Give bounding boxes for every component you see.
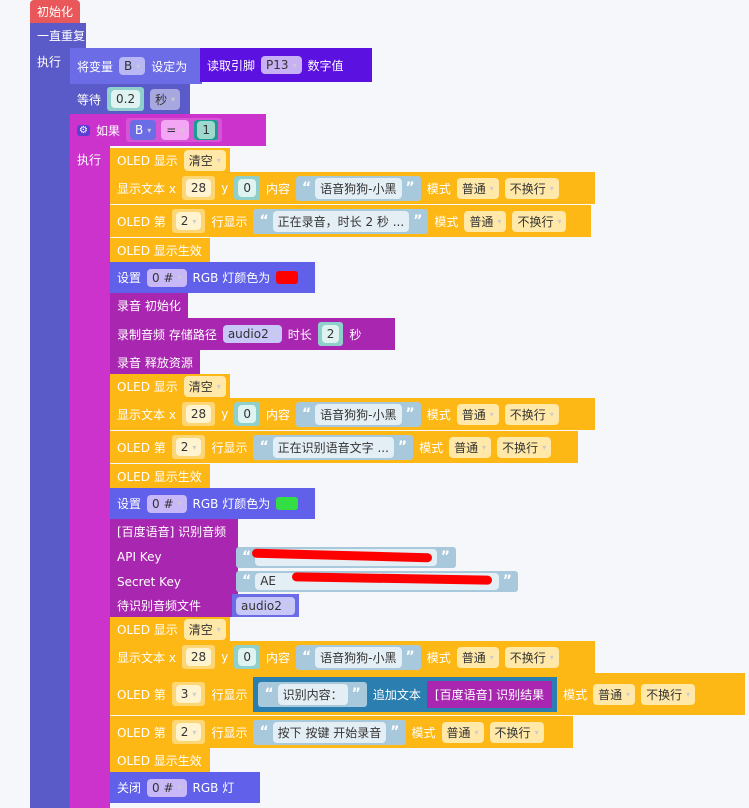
oled-clear-block[interactable]: OLED 显示 清空▾	[110, 148, 230, 172]
compare-value-input[interactable]: 1	[197, 121, 215, 139]
wrap-dropdown[interactable]: 不换行▾	[504, 177, 559, 199]
pin-dropdown[interactable]: P13▾	[261, 56, 302, 74]
clear-dropdown[interactable]: 清空▾	[183, 618, 226, 640]
oled-apply-block[interactable]: OLED 显示生效	[110, 238, 210, 262]
wait-value-input[interactable]: 0.2	[111, 90, 141, 108]
x-input[interactable]: 28	[185, 405, 212, 423]
forever-header[interactable]: 一直重复	[30, 23, 86, 48]
color-swatch-red[interactable]	[276, 271, 299, 284]
led-dropdown[interactable]: 0 #▾	[147, 268, 187, 287]
operator-dropdown[interactable]: =▾	[161, 120, 190, 140]
variable-dropdown[interactable]: B▾	[119, 57, 146, 75]
wrap-dropdown[interactable]: 不换行▾	[497, 436, 552, 458]
audio-file-label: 待识别音频文件	[117, 599, 202, 613]
baidu-result-block[interactable]: [百度语音] 识别结果	[426, 680, 553, 708]
y-input[interactable]: 0	[238, 648, 256, 666]
record-init-block[interactable]: 录音 初始化	[110, 293, 188, 318]
mode-dropdown[interactable]: 普通▾	[456, 177, 499, 199]
wrap-dropdown[interactable]: 不换行▾	[504, 646, 559, 668]
if-block[interactable]	[70, 114, 110, 808]
text-input[interactable]: 正在识别语音文字 ...	[272, 436, 394, 458]
line-dropdown[interactable]: 3▾	[175, 685, 202, 703]
record-release-block[interactable]: 录音 释放资源	[110, 350, 200, 374]
append-text-block[interactable]: “识别内容：” 追加文本 [百度语音] 识别结果	[253, 676, 558, 712]
compare-block[interactable]: B▾ =▾ 1	[125, 118, 222, 142]
led-dropdown[interactable]: 0 #▾	[147, 778, 187, 797]
wrap-dropdown[interactable]: 不换行▾	[512, 210, 567, 232]
text-input[interactable]: 识别内容：	[277, 683, 348, 705]
mode-dropdown[interactable]: 普通▾	[464, 210, 507, 232]
text-input[interactable]: 按下 按键 开始录音	[272, 721, 387, 743]
baidu-recognize-block[interactable]	[110, 519, 238, 617]
clear-dropdown[interactable]: 清空▾	[183, 149, 226, 171]
mode-dropdown[interactable]: 普通▾	[456, 646, 499, 668]
variable-dropdown[interactable]: B▾	[129, 120, 157, 140]
mode-dropdown[interactable]: 普通▾	[449, 436, 492, 458]
forever-block[interactable]	[30, 23, 70, 808]
wrap-dropdown[interactable]: 不换行▾	[489, 721, 544, 743]
y-input[interactable]: 0	[238, 179, 256, 197]
if-header[interactable]: ⚙ 如果 B▾ =▾ 1	[70, 114, 266, 146]
api-key-label: API Key	[117, 549, 162, 564]
unit-dropdown[interactable]: 秒▾	[150, 88, 181, 110]
if-do-label: 执行	[77, 152, 102, 167]
wrap-dropdown[interactable]: 不换行▾	[641, 683, 696, 705]
wait-block[interactable]: 等待 0.2 秒▾	[70, 84, 190, 114]
line-dropdown[interactable]: 2▾	[175, 723, 202, 741]
x-input[interactable]: 28	[185, 648, 212, 666]
line-dropdown[interactable]: 2▾	[175, 212, 202, 230]
mode-dropdown[interactable]: 普通▾	[456, 403, 499, 425]
gear-icon[interactable]: ⚙	[77, 124, 90, 136]
oled-apply-block[interactable]: OLED 显示生效	[110, 464, 210, 488]
oled-clear-block[interactable]: OLED 显示 清空▾	[110, 617, 230, 641]
text-input[interactable]: 语音狗狗-小黑	[315, 646, 402, 668]
baidu-title: [百度语音] 识别音频	[117, 525, 227, 539]
y-input[interactable]: 0	[238, 405, 256, 423]
duration-input[interactable]: 2	[321, 325, 340, 343]
init-block[interactable]: 初始化	[30, 0, 80, 23]
text-input[interactable]: 正在录音，时长 2 秒 ...	[272, 210, 410, 232]
mode-dropdown[interactable]: 普通▾	[441, 721, 484, 743]
color-swatch-green[interactable]	[276, 497, 299, 510]
led-dropdown[interactable]: 0 #▾	[147, 494, 187, 513]
audio-file-dropdown[interactable]: audio2▾	[232, 594, 299, 617]
read-pin-block[interactable]: 读取引脚 P13▾ 数字值	[200, 48, 372, 82]
secret-key-label: Secret Key	[117, 574, 181, 589]
clear-dropdown[interactable]: 清空▾	[183, 375, 226, 397]
x-input[interactable]: 28	[185, 179, 212, 197]
line-dropdown[interactable]: 2▾	[175, 438, 202, 456]
mode-dropdown[interactable]: 普通▾	[593, 683, 636, 705]
forever-do-label: 执行	[37, 54, 62, 69]
text-input[interactable]: 语音狗狗-小黑	[315, 177, 402, 199]
file-dropdown[interactable]: audio2▾	[222, 325, 282, 343]
set-variable-block[interactable]: 将变量 B▾ 设定为	[70, 48, 202, 84]
text-input[interactable]: 语音狗狗-小黑	[315, 403, 402, 425]
oled-apply-block[interactable]: OLED 显示生效	[110, 748, 210, 772]
wrap-dropdown[interactable]: 不换行▾	[504, 403, 559, 425]
oled-clear-block[interactable]: OLED 显示 清空▾	[110, 374, 230, 398]
